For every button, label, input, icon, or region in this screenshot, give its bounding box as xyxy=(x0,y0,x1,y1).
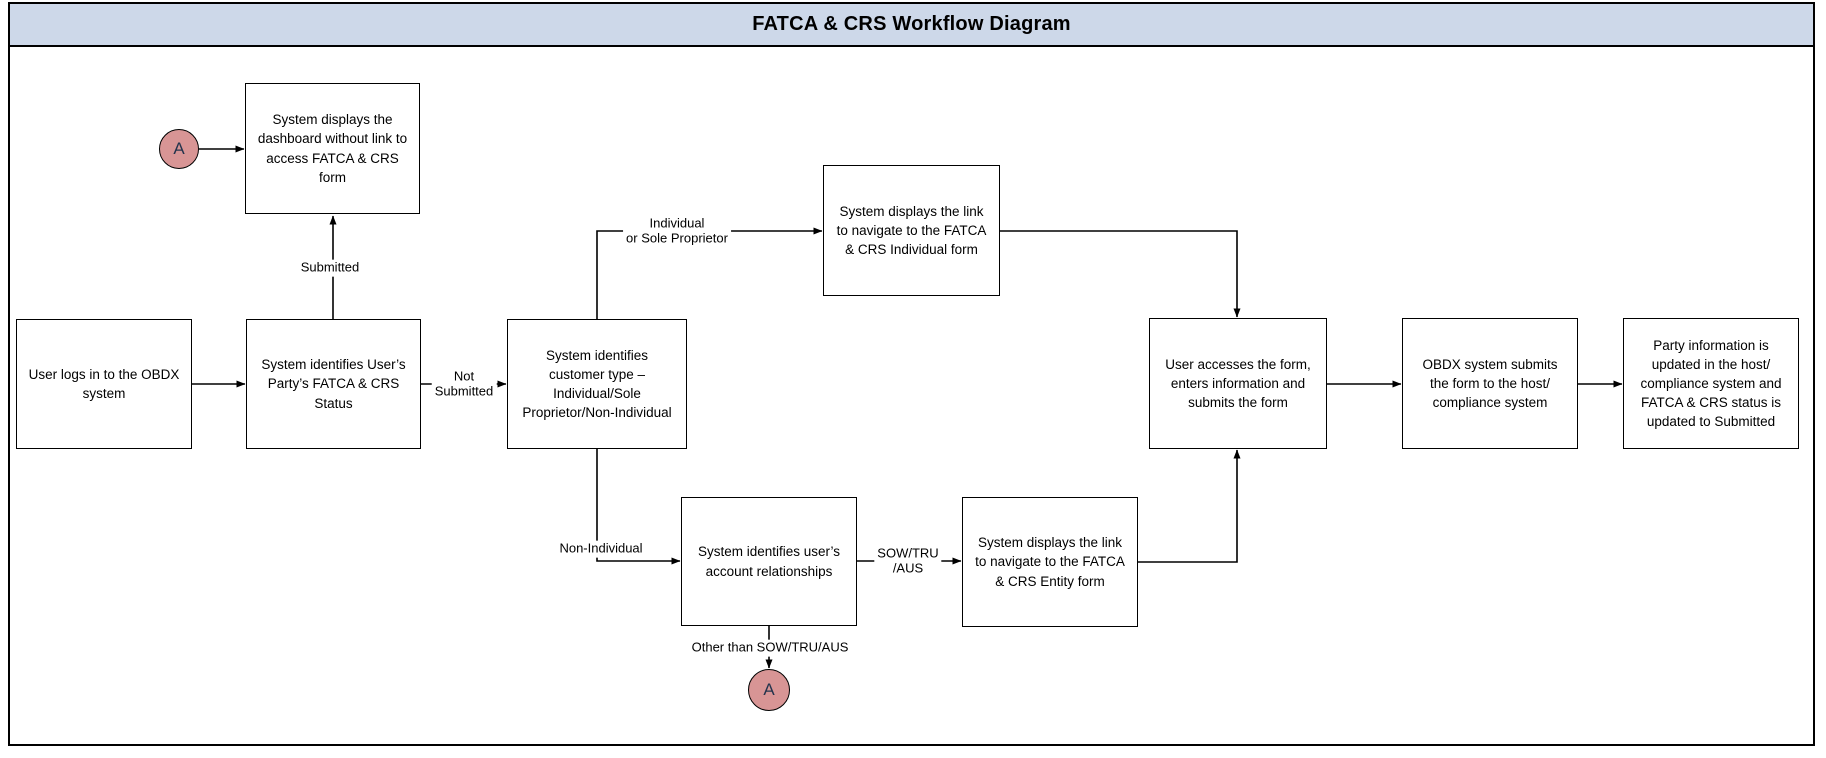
node-individual-form-link: System displays the link to navigate to … xyxy=(823,165,1000,296)
node-obdx-submits: OBDX system submits the form to the host… xyxy=(1402,318,1578,449)
node-account-relationships: System identifies user’s account relatio… xyxy=(681,497,857,626)
label-text: Individual xyxy=(649,215,705,231)
node-dashboard-no-link: System displays the dashboard without li… xyxy=(245,83,420,214)
node-party-updated: Party information is updated in the host… xyxy=(1623,318,1799,449)
label-text: Other than SOW/TRU/AUS xyxy=(691,639,849,655)
node-text: Party information is updated in the host… xyxy=(1640,337,1782,430)
label-text: or Sole Proprietor xyxy=(626,230,728,245)
edge-entity-form-to-user-form xyxy=(1138,449,1241,563)
node-identify-customer-type: System identifies customer type – Indivi… xyxy=(507,319,687,449)
edge-individual-form-to-user-form xyxy=(1000,230,1241,318)
node-text: System displays the dashboard without li… xyxy=(257,112,408,185)
node-user-login: User logs in to the OBDX system xyxy=(16,319,192,449)
offpage-connector-a-bottom: A xyxy=(748,669,790,711)
label-text: Non-Individual xyxy=(559,540,643,556)
label-text: Submitted xyxy=(300,259,360,275)
node-text: System displays the link to navigate to … xyxy=(975,535,1125,589)
node-text: User logs in to the OBDX system xyxy=(28,366,180,401)
label-sow-tru-aus: SOW/TRU /AUS xyxy=(874,545,942,577)
label-text: /AUS xyxy=(892,560,924,575)
node-entity-form-link: System displays the link to navigate to … xyxy=(962,497,1138,627)
connector-label: A xyxy=(173,139,185,158)
node-text: System identifies user’s account relatio… xyxy=(697,544,841,579)
node-text: System displays the link to navigate to … xyxy=(836,203,987,258)
node-text: User accesses the form, enters informati… xyxy=(1165,356,1311,411)
connector-label: A xyxy=(763,680,775,699)
edge-customer-type-to-account-rel xyxy=(596,449,681,565)
label-other-than-sow-tru-aus: Other than SOW/TRU/AUS xyxy=(688,639,852,657)
label-text: Submitted xyxy=(434,383,494,398)
offpage-connector-a-top: A xyxy=(159,129,199,169)
page-title: FATCA & CRS Workflow Diagram xyxy=(752,13,1071,35)
title-bar: FATCA & CRS Workflow Diagram xyxy=(8,2,1815,47)
label-text: Not xyxy=(453,368,475,384)
label-not-submitted: Not Submitted xyxy=(431,368,497,400)
node-text: OBDX system submits the form to the host… xyxy=(1422,356,1558,411)
label-text: SOW/TRU xyxy=(877,545,939,561)
edge-customer-type-to-individual-form xyxy=(596,227,823,319)
label-individual-or-sole-proprietor: Individual or Sole Proprietor xyxy=(623,215,731,247)
node-identify-status: System identifies User’s Party’s FATCA &… xyxy=(246,319,421,449)
node-user-submits-form: User accesses the form, enters informati… xyxy=(1149,318,1327,449)
label-submitted: Submitted xyxy=(297,259,363,277)
node-text: System identifies User’s Party’s FATCA &… xyxy=(261,357,406,411)
label-non-individual: Non-Individual xyxy=(556,540,646,558)
node-text: System identifies customer type – Indivi… xyxy=(522,347,672,421)
